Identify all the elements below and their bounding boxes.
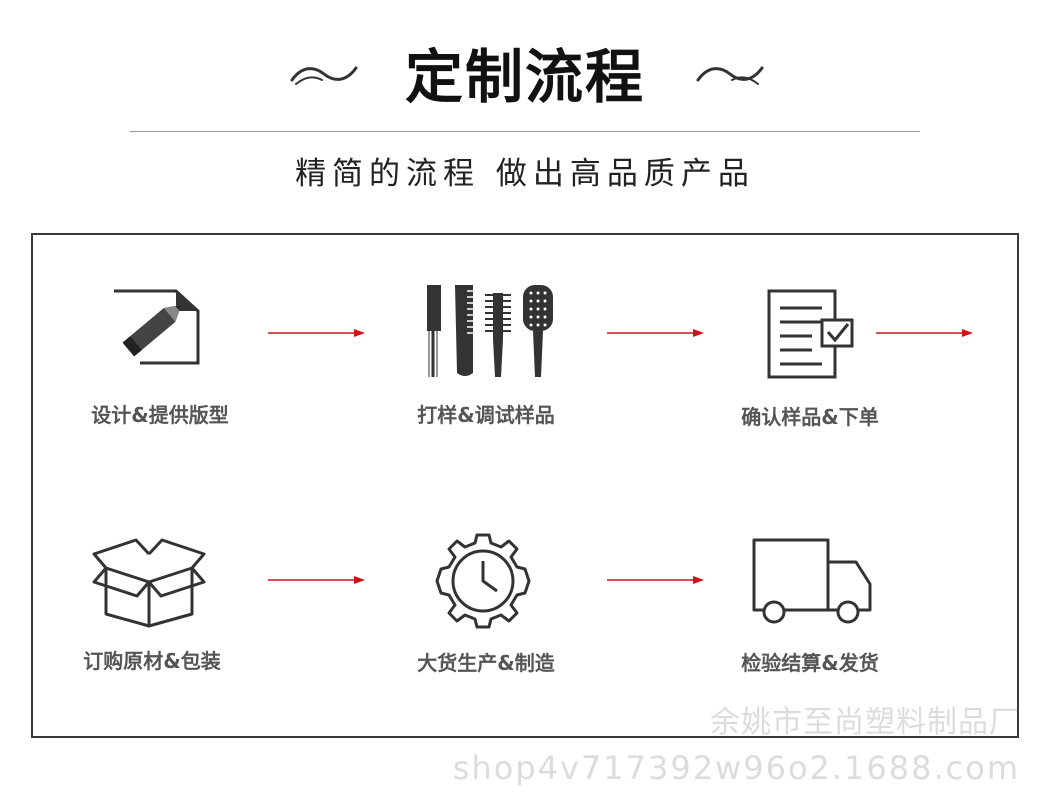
title-divider (130, 131, 920, 132)
page-subtitle: 精简的流程 做出高品质产品 (295, 156, 755, 192)
flow-arrow (268, 329, 365, 337)
process-panel (31, 233, 1019, 738)
page-title: 定制流程 (404, 43, 645, 111)
right-flourish-icon (696, 66, 764, 85)
pencil-document-icon (114, 289, 200, 365)
open-box-icon (92, 538, 206, 628)
left-flourish-icon (290, 66, 358, 85)
checklist-icon (767, 289, 854, 379)
step-label-materials: 订购原材&包装 (83, 649, 221, 673)
watermark-company: 余姚市至尚塑料制品厂 (710, 705, 1020, 740)
flow-arrow (268, 576, 365, 584)
flow-arrow (607, 329, 704, 337)
flow-arrow (876, 329, 973, 337)
step-label-confirm: 确认样品&下单 (741, 405, 879, 429)
gear-clock-icon (435, 533, 531, 629)
watermark-url: shop4v717392w96o2.1688.com (452, 749, 1020, 787)
flow-arrow (607, 576, 704, 584)
step-label-production: 大货生产&制造 (417, 651, 555, 675)
truck-icon (752, 538, 872, 624)
combs-icon (427, 285, 553, 377)
step-label-sample: 打样&调试样品 (417, 403, 555, 427)
step-label-design: 设计&提供版型 (91, 403, 229, 427)
step-label-delivery: 检验结算&发货 (741, 651, 879, 675)
